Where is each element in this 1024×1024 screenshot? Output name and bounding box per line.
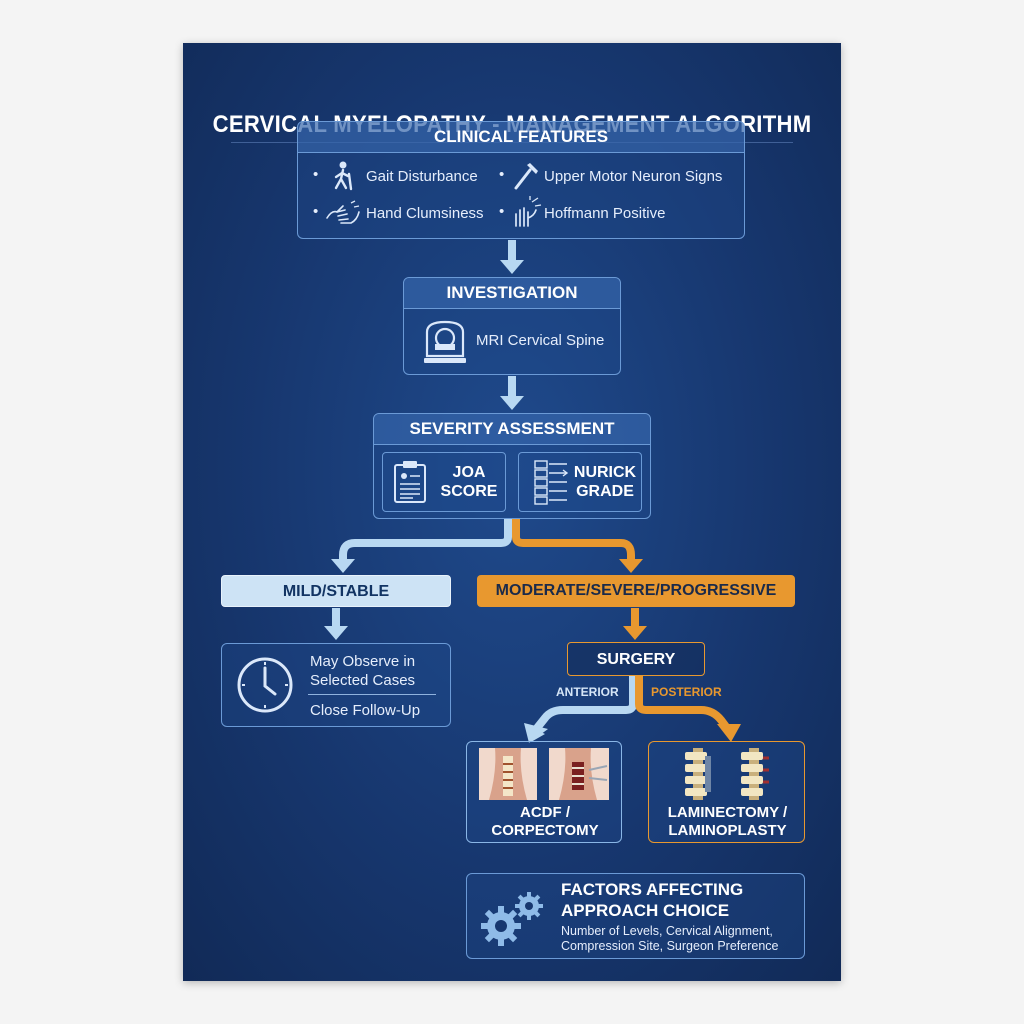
- factors-detail-line-1: Number of Levels, Cervical Alignment,: [561, 924, 773, 938]
- flicking-finger-icon: [515, 196, 542, 227]
- bullet: •: [313, 203, 319, 220]
- clipboard-icon: [394, 461, 426, 503]
- joa-line-1: JOA: [452, 464, 486, 481]
- gears-icon: [481, 892, 543, 946]
- factors-title-line-2: APPROACH CHOICE: [561, 901, 730, 920]
- hand-icon: [326, 200, 360, 224]
- clinical-features-box: CLINICAL FEATURES • Gait Disturbance • U…: [297, 121, 745, 239]
- clinical-item: Upper Motor Neuron Signs: [544, 168, 723, 185]
- posterior-option-line-1: LAMINECTOMY /: [667, 804, 788, 821]
- flow-arrow: [500, 240, 524, 274]
- clock-icon: [237, 657, 293, 713]
- posterior-label: POSTERIOR: [651, 685, 722, 699]
- observe-box: May Observe in Selected Cases Close Foll…: [221, 643, 451, 727]
- nurick-grade-card: NURICK GRADE: [518, 452, 642, 512]
- flow-arrow: [500, 376, 524, 410]
- surgery-label: SURGERY: [567, 642, 705, 676]
- severity-header: SEVERITY ASSESSMENT: [374, 414, 650, 445]
- factors-box: FACTORS AFFECTING APPROACH CHOICE Number…: [466, 873, 805, 959]
- observe-line-2: Selected Cases: [310, 672, 416, 689]
- joa-score-card: JOA SCORE: [382, 452, 506, 512]
- anterior-surgery-box: ACDF / CORPECTOMY: [466, 741, 622, 843]
- neck-incision-icon: [549, 748, 609, 800]
- flow-arrow: [324, 608, 348, 640]
- bullet: •: [499, 166, 505, 183]
- anterior-option-line-2: CORPECTOMY: [491, 822, 599, 839]
- investigation-item: MRI Cervical Spine: [476, 332, 605, 349]
- poster: CERVICAL MYELOPATHY - MANAGEMENT ALGORIT…: [183, 43, 841, 981]
- spine-laminectomy-icon: [685, 748, 711, 800]
- mild-stable-label: MILD/STABLE: [221, 575, 451, 607]
- factors-title-line-1: FACTORS AFFECTING: [561, 880, 744, 899]
- followup-text: Close Follow-Up: [310, 702, 421, 719]
- mri-scanner-icon: [424, 320, 466, 363]
- clinical-features-header: CLINICAL FEATURES: [298, 122, 744, 153]
- anterior-option-line-1: ACDF /: [520, 804, 570, 821]
- nurick-line-1: NURICK: [573, 464, 637, 481]
- spine-laminoplasty-icon: [741, 748, 769, 800]
- clinical-item: Gait Disturbance: [366, 168, 478, 185]
- posterior-surgery-box: LAMINECTOMY / LAMINOPLASTY: [648, 741, 805, 843]
- flow-arrow: [623, 608, 647, 640]
- moderate-severe-label: MODERATE/SEVERE/PROGRESSIVE: [477, 575, 795, 607]
- observe-divider: [308, 694, 436, 695]
- severity-assessment-box: SEVERITY ASSESSMENT JOA SCORE NURICK: [373, 413, 651, 519]
- clinical-item: Hand Clumsiness: [366, 205, 484, 222]
- grade-scale-icon: [534, 460, 569, 505]
- anterior-label: ANTERIOR: [556, 685, 619, 699]
- investigation-header: INVESTIGATION: [404, 278, 620, 309]
- nurick-line-2: GRADE: [576, 483, 634, 500]
- reflex-hammer-icon: [514, 163, 538, 190]
- clinical-item: Hoffmann Positive: [544, 205, 666, 222]
- bullet: •: [313, 166, 319, 183]
- posterior-option-line-2: LAMINOPLASTY: [668, 822, 787, 839]
- walking-person-icon: [334, 161, 353, 191]
- split-connector: [331, 519, 643, 573]
- joa-line-2: SCORE: [440, 483, 498, 500]
- bullet: •: [499, 203, 505, 220]
- neck-anterior-icon: [479, 748, 537, 800]
- factors-detail-line-2: Compression Site, Surgeon Preference: [561, 939, 779, 953]
- investigation-box: INVESTIGATION MRI Cervical Spine: [403, 277, 621, 375]
- observe-line-1: May Observe in: [310, 653, 416, 670]
- surgery-split-connector: [524, 676, 741, 743]
